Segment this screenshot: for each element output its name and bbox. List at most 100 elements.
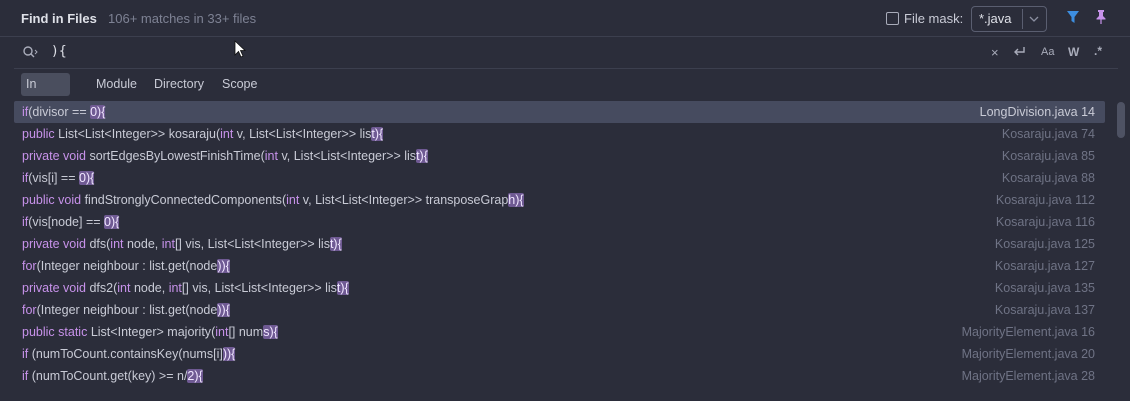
tab-in-project[interactable]: In Project [21,73,70,114]
keyword-token: for [22,259,37,273]
keyword-token: int [110,237,124,251]
tab-label: Module [96,77,137,91]
result-row[interactable]: if (numToCount.containsKey(nums[i])){ Maj… [14,343,1105,365]
match-highlight: t){ [371,127,384,141]
result-file: MajorityElement.java 20 [961,347,1095,361]
file-mask-combo[interactable]: *.java [971,6,1047,32]
result-row[interactable]: public void findStronglyConnectedCompone… [14,189,1105,211]
result-code: public void findStronglyConnectedCompone… [22,193,524,207]
filter-icon[interactable] [1066,10,1080,24]
keyword-token: for [22,303,37,317]
result-file: Kosaraju.java 74 [1001,127,1095,141]
keyword-token: private [22,237,60,251]
keyword-token: void [63,149,86,163]
result-row[interactable]: public List<List<Integer>> kosaraju(int … [14,123,1105,145]
match-highlight: t){ [329,237,342,251]
result-code: if(vis[node] == 0){ [22,215,120,229]
result-file: Kosaraju.java 137 [994,303,1095,317]
result-code: private void dfs2(int node, int[] vis, L… [22,281,349,295]
result-code: private void sortEdgesByLowestFinishTime… [22,149,428,163]
result-code: if (numToCount.containsKey(nums[i])){ [22,347,236,361]
keyword-token: int [264,149,278,163]
result-file: LongDivision.java 14 [979,105,1095,119]
keyword-token: public [22,127,55,141]
search-input[interactable]: ){ [51,44,67,59]
result-file: Kosaraju.java 112 [995,193,1095,207]
tab-label: Directory [154,77,205,91]
result-code: public static List<Integer> majority(int… [22,325,278,339]
match-highlight: 2){ [187,369,203,383]
match-highlight: 0){ [104,215,120,229]
keyword-token: private [22,149,60,163]
result-code: public List<List<Integer>> kosaraju(int … [22,127,384,141]
result-row[interactable]: if (numToCount.get(key) >= n/2){Majority… [14,365,1105,387]
match-highlight: h){ [508,193,524,207]
combo-divider [1022,9,1023,29]
search-bar: ){ × Aa W .* [14,37,1118,69]
pin-icon[interactable] [1094,9,1108,25]
new-line-icon[interactable] [1012,46,1026,58]
dialog-title: Find in Files [21,11,97,26]
mouse-cursor-icon [234,40,247,58]
keyword-token: if [22,171,29,185]
search-icon[interactable] [22,45,38,59]
keyword-token: void [63,237,86,251]
result-row[interactable]: if(vis[node] == 0){ Kosaraju.java 116 [14,211,1105,233]
result-code: for(Integer neighbour : list.get(node)){ [22,259,230,273]
keyword-token: if [22,347,29,361]
chevron-down-icon[interactable] [1028,13,1040,25]
regex-button[interactable]: .* [1094,44,1103,58]
match-summary: 106+ matches in 33+ files [108,11,257,26]
keyword-token: void [63,281,86,295]
match-highlight: t){ [416,149,428,163]
match-highlight: )){ [217,303,230,317]
result-row[interactable]: private void dfs(int node, int[] vis, Li… [14,233,1105,255]
result-file: Kosaraju.java 116 [995,215,1095,229]
file-mask-value: *.java [979,11,1012,26]
result-file: Kosaraju.java 85 [1001,149,1095,163]
result-file: Kosaraju.java 135 [994,281,1095,295]
results-scrollbar[interactable] [1117,102,1125,138]
find-header: Find in Files 106+ matches in 33+ files … [0,0,1130,37]
keyword-token: int [286,193,300,207]
keyword-token: void [58,193,82,207]
result-file: Kosaraju.java 127 [994,259,1095,273]
tab-module[interactable]: Module [96,73,137,96]
result-row[interactable]: if(vis[i] == 0){Kosaraju.java 88 [14,167,1105,189]
match-highlight: s){ [263,325,278,339]
result-file: MajorityElement.java 28 [961,369,1095,383]
words-button[interactable]: W [1068,45,1080,59]
clear-icon[interactable]: × [991,45,999,60]
keyword-token: int [161,237,175,251]
result-row[interactable]: for(Integer neighbour : list.get(node)){… [14,255,1105,277]
keyword-token: if [22,215,29,229]
keyword-token: public [22,325,55,339]
keyword-token: static [58,325,88,339]
result-file: MajorityElement.java 16 [961,325,1095,339]
tab-scope[interactable]: Scope [222,73,257,96]
keyword-token: int [168,281,182,295]
result-row[interactable]: for(Integer neighbour : list.get(node)){… [14,299,1105,321]
result-row[interactable]: private void dfs2(int node, int[] vis, L… [14,277,1105,299]
match-highlight: 0){ [90,105,106,119]
keyword-token: public [22,193,55,207]
file-mask-checkbox[interactable] [886,12,899,25]
result-row[interactable]: if(divisor == 0){ LongDivision.java 14 [14,101,1105,123]
keyword-token: int [117,281,131,295]
match-case-button[interactable]: Aa [1041,46,1055,58]
keyword-token: private [22,281,60,295]
result-file: Kosaraju.java 88 [1001,171,1095,185]
tab-directory[interactable]: Directory [154,73,204,96]
file-mask-label: File mask: [904,11,964,26]
tab-label: Scope [222,77,258,91]
keyword-token: if [22,369,29,383]
result-row[interactable]: public static List<Integer> majority(int… [14,321,1105,343]
result-file: Kosaraju.java 125 [994,237,1095,251]
keyword-token: int [220,127,234,141]
result-code: if(divisor == 0){ [22,105,106,119]
keyword-token: int [215,325,229,339]
result-code: for(Integer neighbour : list.get(node)){ [22,303,230,317]
keyword-token: if [22,105,29,119]
result-row[interactable]: private void sortEdgesByLowestFinishTime… [14,145,1105,167]
match-highlight: )){ [222,347,236,361]
